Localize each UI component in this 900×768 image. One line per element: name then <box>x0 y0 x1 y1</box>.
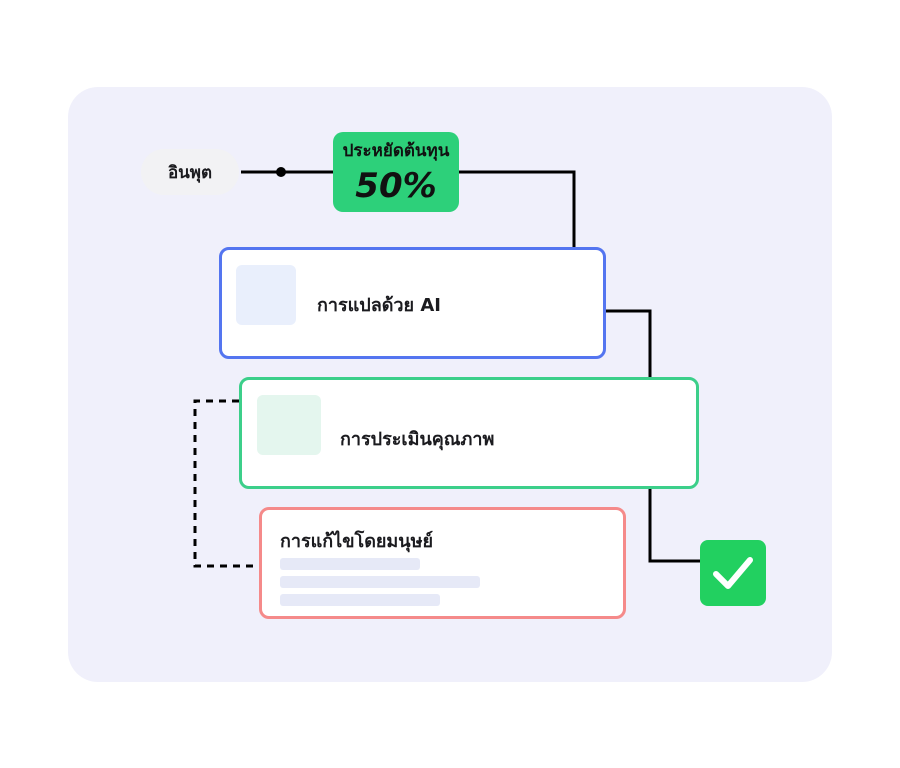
savings-badge: ประหยัดต้นทุน 50% <box>333 132 459 212</box>
quality-evaluation-card: การประเมินคุณภาพ <box>239 377 699 489</box>
ai-translation-card: การแปลด้วย AI <box>219 247 606 359</box>
human-editing-card: การแก้ไขโดยมนุษย์ <box>259 507 626 619</box>
human-editing-title: การแก้ไขโดยมนุษย์ <box>280 531 434 552</box>
quality-evaluation-thumbnail <box>257 395 321 455</box>
ai-translation-title: การแปลด้วย AI <box>317 295 441 316</box>
connector-node <box>276 167 286 177</box>
placeholder-line <box>280 594 440 606</box>
savings-label: ประหยัดต้นทุน <box>342 141 450 161</box>
savings-connector <box>459 170 576 247</box>
quality-to-done-connector <box>648 489 700 563</box>
input-pill: อินพุต <box>141 149 239 195</box>
check-icon <box>713 557 753 589</box>
completion-badge <box>700 540 766 606</box>
placeholder-line <box>280 576 480 588</box>
ai-translation-thumbnail <box>236 265 296 325</box>
feedback-loop-connector <box>193 399 259 568</box>
placeholder-line <box>280 558 420 570</box>
savings-value: 50% <box>355 166 437 206</box>
quality-evaluation-title: การประเมินคุณภาพ <box>340 429 495 450</box>
input-label: อินพุต <box>167 162 213 183</box>
ai-to-quality-connector <box>606 309 652 377</box>
